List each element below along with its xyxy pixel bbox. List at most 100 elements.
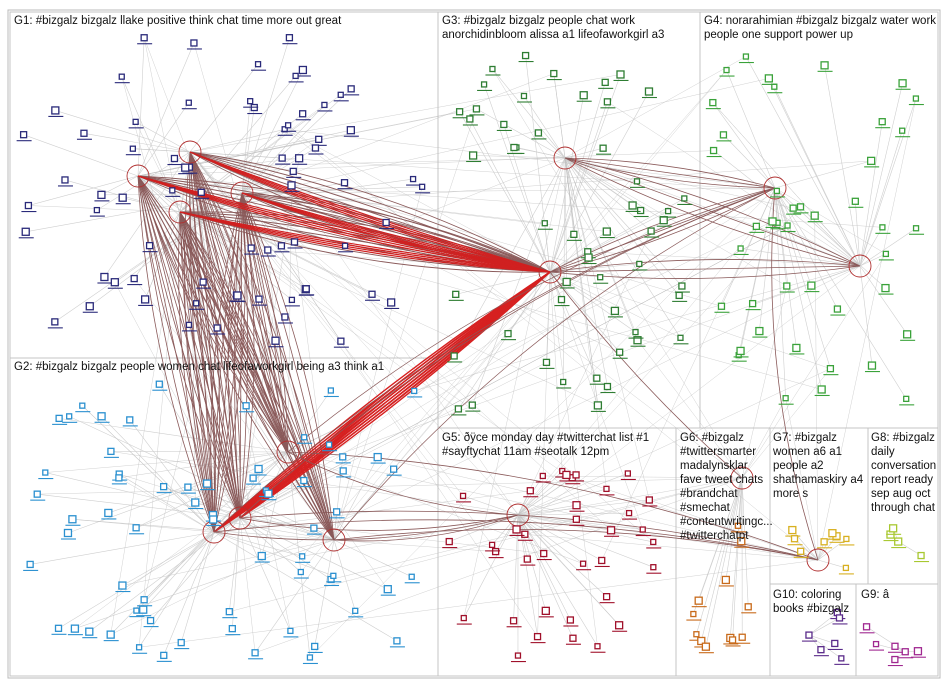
node-g3[interactable] (677, 334, 684, 341)
node-g2[interactable] (251, 649, 259, 657)
node-g4[interactable] (771, 83, 778, 90)
node-g5[interactable] (645, 496, 653, 504)
node-g2[interactable] (249, 474, 257, 482)
node-g6[interactable] (721, 575, 731, 585)
node-g1[interactable] (311, 144, 320, 152)
node-g1[interactable] (61, 176, 69, 184)
node-g2[interactable] (159, 482, 168, 491)
node-g10[interactable] (805, 631, 813, 639)
node-g5[interactable] (562, 470, 571, 480)
node-g2[interactable] (225, 608, 233, 616)
node-g5[interactable] (598, 556, 606, 565)
node-g2[interactable] (118, 581, 127, 590)
node-g1[interactable] (21, 227, 30, 236)
node-g3[interactable] (610, 306, 620, 316)
node-g5[interactable] (650, 564, 657, 571)
node-g6[interactable] (693, 631, 700, 638)
node-g1[interactable] (299, 110, 307, 118)
node-g4[interactable] (912, 225, 920, 232)
node-g2[interactable] (184, 483, 192, 491)
node-g2[interactable] (383, 585, 392, 594)
node-g1[interactable] (285, 34, 294, 42)
node-g4[interactable] (833, 305, 842, 313)
node-g1[interactable] (51, 106, 60, 115)
node-g5[interactable] (639, 526, 646, 533)
node-g3[interactable] (603, 382, 612, 391)
node-g5[interactable] (445, 537, 453, 546)
node-g5[interactable] (625, 509, 633, 517)
node-g1[interactable] (347, 85, 355, 93)
node-g8[interactable] (888, 524, 898, 533)
node-g8[interactable] (894, 537, 903, 546)
node-g1[interactable] (287, 181, 296, 190)
node-g2[interactable] (411, 387, 418, 395)
node-g1[interactable] (247, 244, 255, 252)
node-g2[interactable] (242, 402, 250, 410)
node-g2[interactable] (330, 572, 337, 579)
node-g5[interactable] (459, 492, 467, 500)
node-g5[interactable] (512, 525, 521, 534)
node-g2[interactable] (126, 416, 134, 424)
node-g4[interactable] (899, 127, 906, 134)
node-g1[interactable] (302, 285, 310, 293)
node-g2[interactable] (332, 508, 341, 516)
node-g6[interactable] (744, 603, 752, 611)
node-g4[interactable] (826, 365, 835, 373)
node-g5[interactable] (509, 617, 518, 625)
node-g1[interactable] (193, 300, 200, 307)
node-g3[interactable] (644, 87, 654, 96)
node-g5[interactable] (491, 547, 500, 556)
node-g6[interactable] (690, 610, 697, 618)
node-g5[interactable] (460, 614, 467, 622)
node-g6[interactable] (734, 522, 742, 529)
node-g1[interactable] (85, 302, 94, 311)
node-g2[interactable] (66, 413, 73, 420)
node-g1[interactable] (290, 238, 299, 246)
node-g3[interactable] (455, 108, 464, 116)
node-g1[interactable] (271, 336, 280, 345)
node-g3[interactable] (521, 51, 530, 60)
node-g7[interactable] (843, 535, 850, 543)
node-g2[interactable] (310, 524, 318, 532)
node-g1[interactable] (213, 324, 221, 332)
node-g1[interactable] (24, 201, 33, 210)
node-g1[interactable] (254, 61, 262, 68)
node-g2[interactable] (390, 465, 398, 473)
node-g5[interactable] (521, 530, 529, 538)
node-g6[interactable] (738, 633, 746, 641)
node-g9[interactable] (901, 648, 909, 656)
node-g5[interactable] (569, 634, 577, 642)
node-g5[interactable] (572, 471, 580, 479)
node-g4[interactable] (719, 131, 728, 139)
node-g2[interactable] (254, 464, 263, 474)
node-g1[interactable] (337, 91, 344, 98)
node-g3[interactable] (599, 144, 607, 152)
node-g1[interactable] (132, 118, 139, 126)
node-g3[interactable] (500, 120, 508, 129)
node-g3[interactable] (632, 328, 639, 336)
node-g2[interactable] (301, 434, 308, 441)
node-g1[interactable] (315, 135, 323, 143)
node-g1[interactable] (278, 154, 286, 162)
node-g1[interactable] (382, 218, 390, 227)
node-g6[interactable] (697, 636, 706, 646)
node-g3[interactable] (542, 358, 551, 367)
node-g2[interactable] (408, 573, 415, 580)
node-g5[interactable] (614, 621, 624, 630)
node-g1[interactable] (169, 187, 176, 194)
node-g1[interactable] (199, 278, 207, 286)
node-g2[interactable] (287, 627, 294, 635)
node-g4[interactable] (903, 395, 910, 403)
node-g3[interactable] (468, 401, 476, 409)
node-g3[interactable] (593, 401, 603, 410)
node-g9[interactable] (891, 655, 899, 664)
node-g5[interactable] (602, 593, 611, 601)
node-g2[interactable] (352, 607, 359, 614)
node-g3[interactable] (489, 65, 496, 73)
node-g3[interactable] (560, 378, 567, 386)
node-g4[interactable] (851, 197, 859, 205)
node-g3[interactable] (636, 260, 643, 268)
node-g1[interactable] (93, 206, 101, 214)
node-g3[interactable] (579, 91, 588, 100)
node-g7[interactable] (790, 535, 799, 543)
